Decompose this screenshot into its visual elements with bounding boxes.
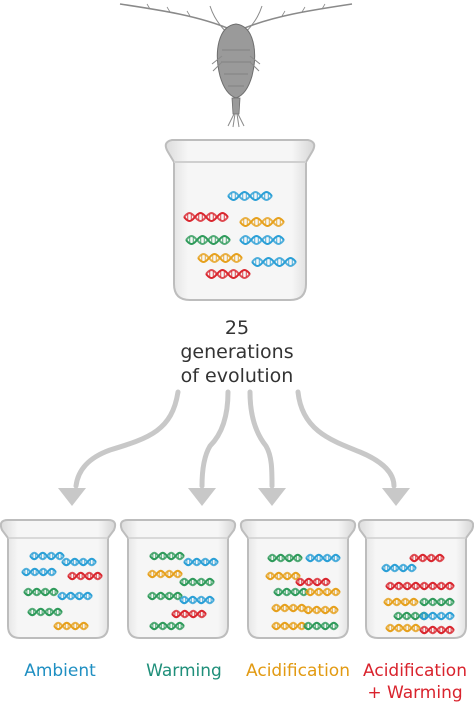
dna-helix-icon <box>305 553 341 563</box>
acidification-beaker-icon <box>239 519 357 639</box>
arrow-icon <box>58 389 181 506</box>
dna-helix-icon <box>147 591 183 601</box>
acidification-warming-beaker-icon <box>357 519 474 639</box>
dna-helix-icon <box>419 581 455 591</box>
dna-helix-icon <box>239 234 285 246</box>
condition-warming-text: Warming <box>146 661 222 681</box>
beaker-dna-group <box>21 551 103 631</box>
caption-line-generations: generations <box>180 341 294 363</box>
dna-helix-icon <box>197 252 243 264</box>
dna-helix-icon <box>271 603 307 613</box>
dna-helix-icon <box>385 581 421 591</box>
dna-helix-icon <box>183 211 229 223</box>
dna-helix-icon <box>381 563 417 573</box>
dna-helix-icon <box>271 621 307 631</box>
ambient-beaker-icon <box>0 519 117 639</box>
dna-helix-icon <box>149 621 185 631</box>
copepod-icon <box>119 3 353 128</box>
dna-helix-icon <box>179 577 215 587</box>
beaker-dna-group <box>147 551 219 631</box>
dna-helix-icon <box>185 234 231 246</box>
dna-helix-icon <box>149 551 185 561</box>
dna-helix-icon <box>303 621 339 631</box>
dna-helix-icon <box>419 597 455 607</box>
dna-helix-icon <box>23 587 59 597</box>
dna-helix-icon <box>265 571 301 581</box>
condition-acid-warm-text-2: + Warming <box>367 683 463 703</box>
beaker-dna-group <box>381 553 455 635</box>
dna-helix-icon <box>267 553 303 563</box>
condition-ambient-text: Ambient <box>24 661 96 681</box>
dna-helix-icon <box>383 597 419 607</box>
dna-helix-icon <box>251 256 297 268</box>
condition-acid-warm-text-1: Acidification <box>363 661 467 681</box>
dna-helix-icon <box>205 268 251 280</box>
dna-helix-icon <box>27 607 63 617</box>
dna-helix-icon <box>183 557 219 567</box>
condition-acidification-text: Acidification <box>246 661 350 681</box>
dna-helix-icon <box>57 591 93 601</box>
warming-beaker-icon <box>119 519 237 639</box>
arrow-icon <box>188 389 231 506</box>
generations-caption: 25 generations of evolution <box>160 316 314 388</box>
dna-helix-icon <box>61 557 97 567</box>
dna-helix-icon <box>273 587 309 597</box>
dna-helix-icon <box>385 623 421 633</box>
arrow-icon <box>247 389 286 506</box>
condition-label-ambient: Ambient <box>4 660 116 682</box>
condition-label-acidification: Acidification <box>236 660 360 682</box>
dna-helix-icon <box>419 611 455 621</box>
dna-helix-icon <box>409 553 445 563</box>
dna-helix-icon <box>179 595 215 605</box>
caption-line-evolution: of evolution <box>180 365 294 387</box>
condition-label-acidification-warming: Acidification + Warming <box>356 660 474 704</box>
generation-count: 25 <box>224 317 250 339</box>
dna-helix-icon <box>419 625 455 635</box>
dna-helix-icon <box>67 571 103 581</box>
dna-helix-icon <box>239 216 285 228</box>
dna-helix-icon <box>21 567 57 577</box>
condition-beakers <box>0 519 474 639</box>
dna-helix-icon <box>305 587 341 597</box>
dna-helix-icon <box>29 551 65 561</box>
dna-helix-icon <box>53 621 89 631</box>
dna-helix-icon <box>147 569 183 579</box>
beaker-dna-group <box>265 553 341 631</box>
arrow-icon <box>295 389 410 506</box>
dna-helix-icon <box>171 609 207 619</box>
parent-dna-group <box>183 190 297 280</box>
dna-helix-icon <box>303 605 339 615</box>
parent-beaker-icon <box>164 139 316 301</box>
dna-helix-icon <box>227 190 273 202</box>
arrow-group <box>58 389 410 506</box>
dna-helix-icon <box>295 577 331 587</box>
condition-label-warming: Warming <box>128 660 240 682</box>
